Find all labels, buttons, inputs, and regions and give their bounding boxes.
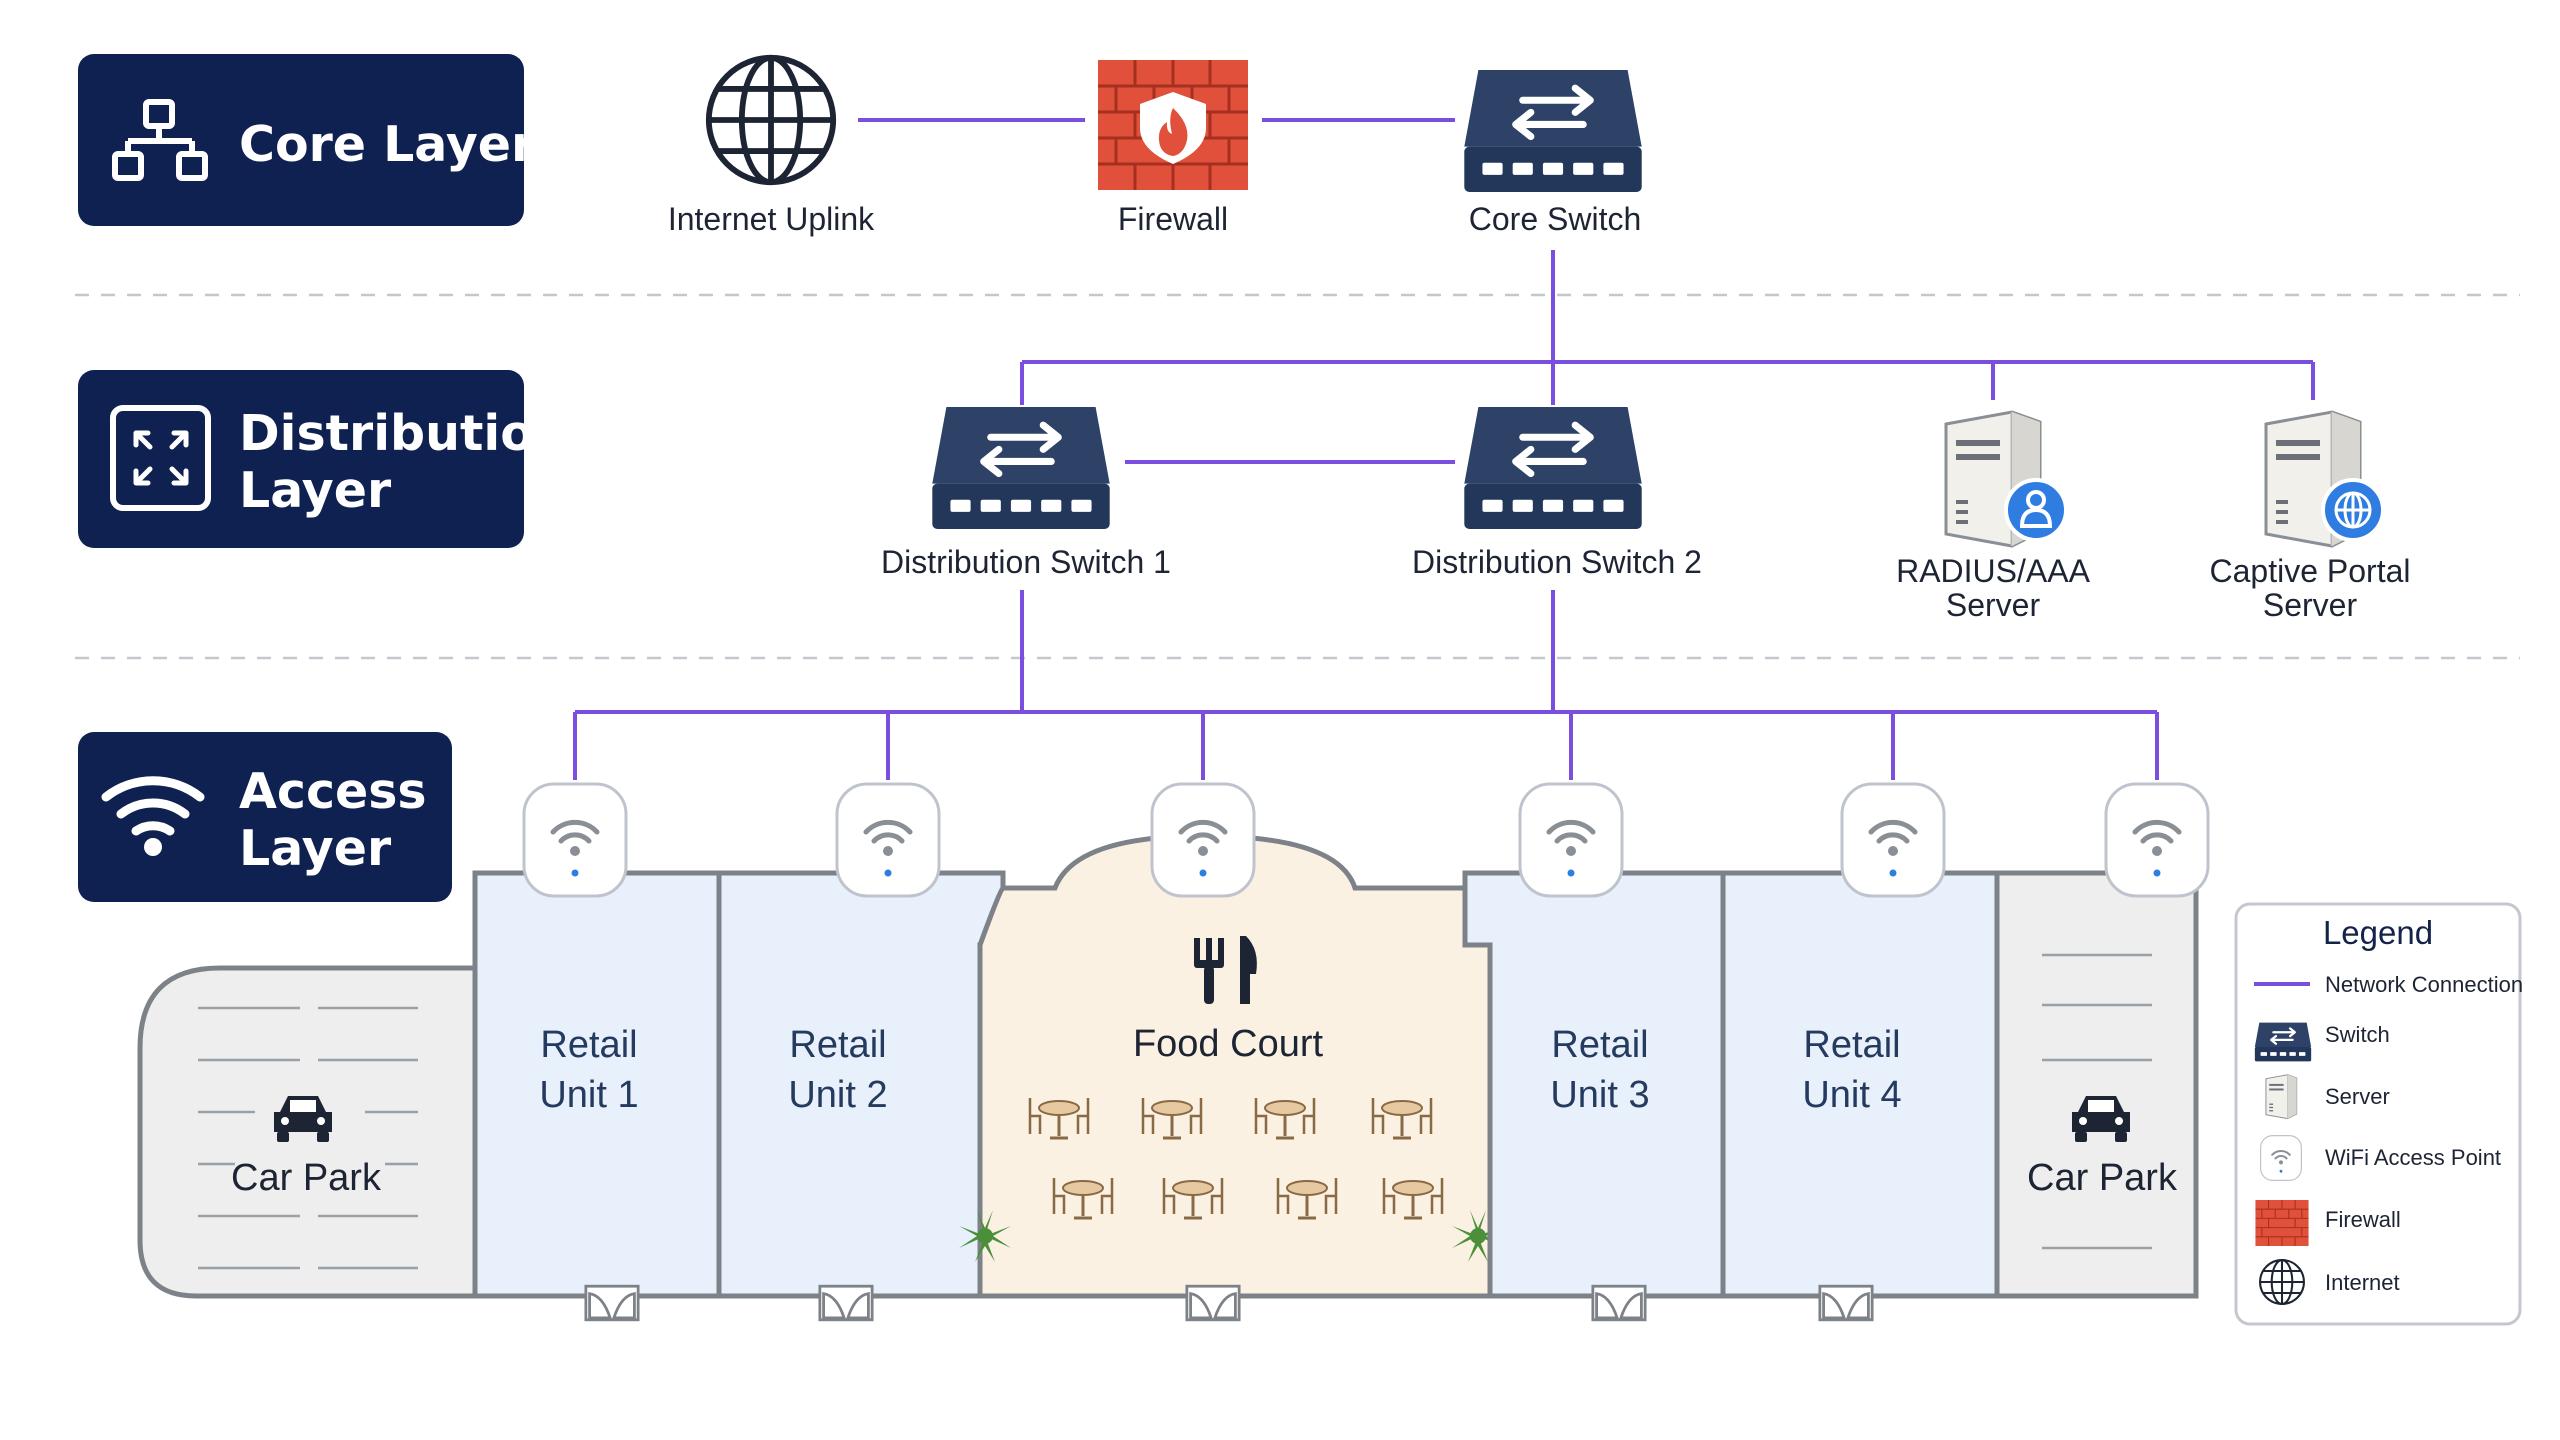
access-layer-title-line1: Access [239, 763, 427, 820]
cutlery-icon [1194, 936, 1257, 1004]
distribution-layer-title-line1: Distribution [239, 405, 569, 462]
retail-unit-1-label-line2: Unit 1 [539, 1074, 638, 1116]
legend-item-label: Firewall [2325, 1207, 2401, 1232]
access-point-1-icon [524, 784, 626, 896]
switch-icon [1464, 70, 1641, 192]
wifi-icon [101, 776, 205, 836]
retail-unit-2-label-line1: Retail [789, 1024, 886, 1066]
wifi-icon-dot [144, 838, 162, 856]
switch-icon [932, 407, 1109, 529]
access-layer-title-line2: Layer [239, 820, 392, 877]
user-badge-icon [2004, 478, 2068, 542]
legend-item-label: Switch [2325, 1022, 2390, 1047]
switch-icon [1464, 407, 1641, 529]
parking-lines-left [198, 1006, 418, 1270]
globe-icon [709, 58, 833, 182]
internet-uplink-label: Internet Uplink [668, 201, 875, 237]
distribution-switch-2-label: Distribution Switch 2 [1412, 544, 1702, 580]
retail-unit-1-area [472, 870, 722, 1299]
retail-unit-3-label-line1: Retail [1551, 1024, 1648, 1066]
captive-portal-label-line2: Server [2263, 587, 2358, 623]
captive-portal-server-node: Captive Portal Server [2210, 410, 2411, 623]
legend-item-label: Server [2325, 1084, 2390, 1109]
door-icon [1185, 1284, 1241, 1322]
globe-badge-icon [2321, 478, 2385, 542]
server-icon [2265, 1074, 2298, 1120]
legend-item-label: Internet [2325, 1270, 2400, 1295]
core-layer-box: Core Layer [78, 54, 536, 226]
distribution-switch-1-node: Distribution Switch 1 [881, 407, 1171, 580]
access-layer-box: Access Layer [78, 732, 452, 902]
legend-title: Legend [2323, 914, 2433, 951]
internet-uplink-node: Internet Uplink [668, 58, 875, 237]
access-point-4-icon [1520, 784, 1622, 896]
distribution-switch-2-node: Distribution Switch 2 [1412, 407, 1702, 580]
retail-unit-3-label-line2: Unit 3 [1550, 1074, 1649, 1116]
distribution-switch-1-label: Distribution Switch 1 [881, 544, 1171, 580]
retail-unit-4-label-line2: Unit 4 [1802, 1074, 1901, 1116]
hierarchy-icon [112, 99, 208, 181]
access-point-3-icon [1152, 784, 1254, 896]
car-park-right-area [1994, 870, 2199, 1299]
retail-unit-2-label-line2: Unit 2 [788, 1074, 887, 1116]
network-connections [573, 118, 2315, 780]
firewall-node: Firewall [1098, 60, 1248, 237]
core-layer-title: Core Layer [239, 116, 536, 173]
car-park-left-label: Car Park [231, 1157, 382, 1199]
parking-lines-right [2042, 953, 2152, 1250]
door-icon [818, 1284, 874, 1322]
floorplan: Car Park Retail Unit 1 Retail Unit 2 Foo… [137, 833, 2199, 1322]
access-point-5-icon [1842, 784, 1944, 896]
core-switch-label: Core Switch [1469, 201, 1642, 237]
firewall-label: Firewall [1118, 201, 1228, 237]
legend-item-label: WiFi Access Point [2325, 1145, 2501, 1170]
retail-unit-4-label-line1: Retail [1803, 1024, 1900, 1066]
car-park-right-label: Car Park [2027, 1157, 2178, 1199]
legend-item-label: Network Connection [2325, 972, 2523, 997]
legend: Legend Network Connection Switch Server … [2234, 902, 2523, 1326]
globe-icon [2259, 1259, 2305, 1305]
radius-server-node: RADIUS/AAA Server [1896, 410, 2091, 623]
distribution-layer-title-line2: Layer [239, 462, 392, 519]
firewall-icon [2255, 1200, 2309, 1246]
food-court-label: Food Court [1133, 1023, 1324, 1065]
door-icon [584, 1284, 640, 1322]
door-icon [1818, 1284, 1874, 1322]
core-switch-node: Core Switch [1464, 70, 1641, 237]
radius-server-label-line1: RADIUS/AAA [1896, 553, 2090, 589]
access-point-6-icon [2106, 784, 2208, 896]
expand-arrows-icon [110, 405, 211, 511]
access-point-icon [2259, 1134, 2303, 1182]
food-court-area [977, 833, 1493, 1299]
distribution-layer-box: Distribution Layer [78, 370, 569, 548]
radius-server-label-line2: Server [1946, 587, 2041, 623]
retail-unit-1-label-line1: Retail [540, 1024, 637, 1066]
captive-portal-label-line1: Captive Portal [2210, 553, 2411, 589]
access-point-2-icon [837, 784, 939, 896]
switch-icon [2254, 1022, 2312, 1062]
flame-shield-icon [1140, 92, 1206, 164]
door-icon [1591, 1284, 1647, 1322]
